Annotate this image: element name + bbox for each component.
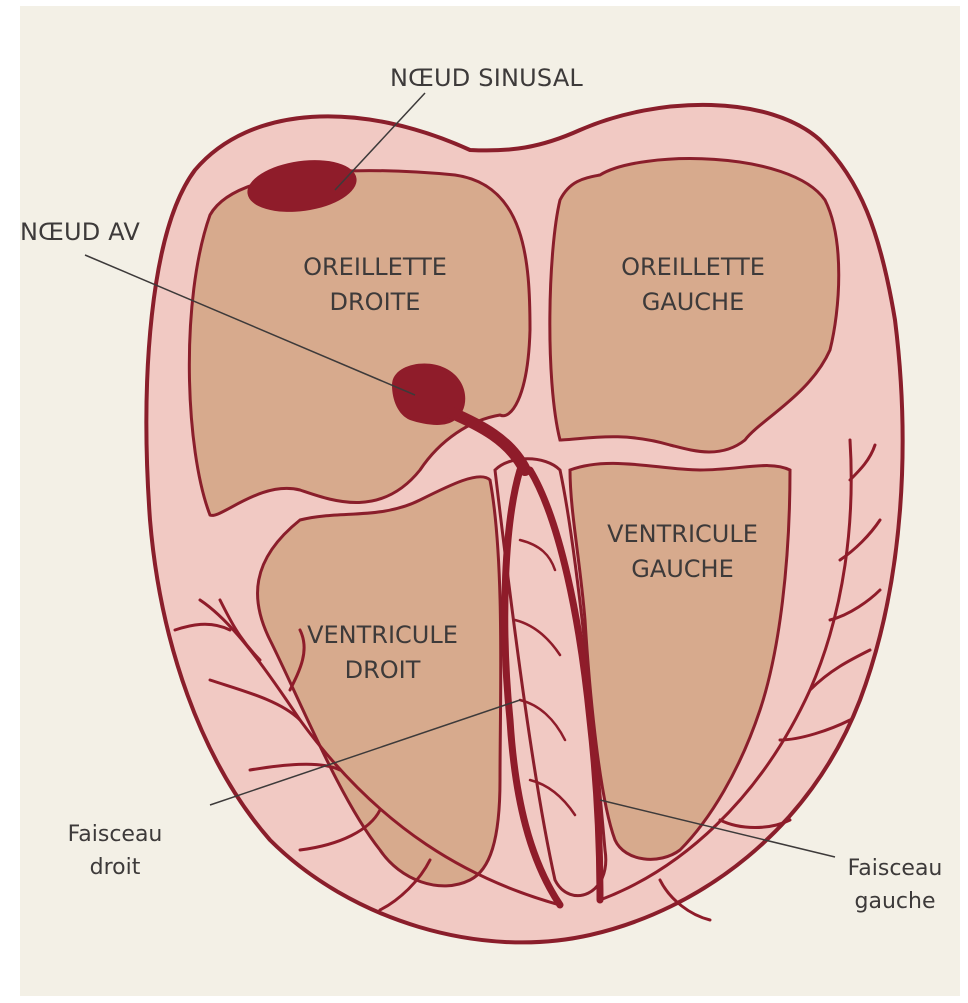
label-left-bundle: Faisceau gauche [840, 852, 950, 918]
label-right-atrium-line1: OREILLETTE [290, 250, 460, 285]
label-left-bundle-line2: gauche [840, 885, 950, 918]
label-right-atrium: OREILLETTE DROITE [290, 250, 460, 320]
label-left-ventricle-line1: VENTRICULE [600, 517, 765, 552]
label-left-ventricle: VENTRICULE GAUCHE [600, 517, 765, 587]
label-left-ventricle-line2: GAUCHE [600, 552, 765, 587]
label-left-atrium: OREILLETTE GAUCHE [608, 250, 778, 320]
label-right-bundle-line2: droit [60, 851, 170, 884]
label-left-atrium-line1: OREILLETTE [608, 250, 778, 285]
label-right-ventricle-line1: VENTRICULE [300, 618, 465, 653]
label-av-node: NŒUD AV [20, 218, 140, 246]
label-right-bundle: Faisceau droit [60, 818, 170, 884]
label-right-bundle-line1: Faisceau [60, 818, 170, 851]
label-right-atrium-line2: DROITE [290, 285, 460, 320]
label-sa-node: NŒUD SINUSAL [390, 64, 583, 92]
label-right-ventricle: VENTRICULE DROIT [300, 618, 465, 688]
label-right-ventricle-line2: DROIT [300, 653, 465, 688]
label-left-atrium-line2: GAUCHE [608, 285, 778, 320]
label-left-bundle-line1: Faisceau [840, 852, 950, 885]
